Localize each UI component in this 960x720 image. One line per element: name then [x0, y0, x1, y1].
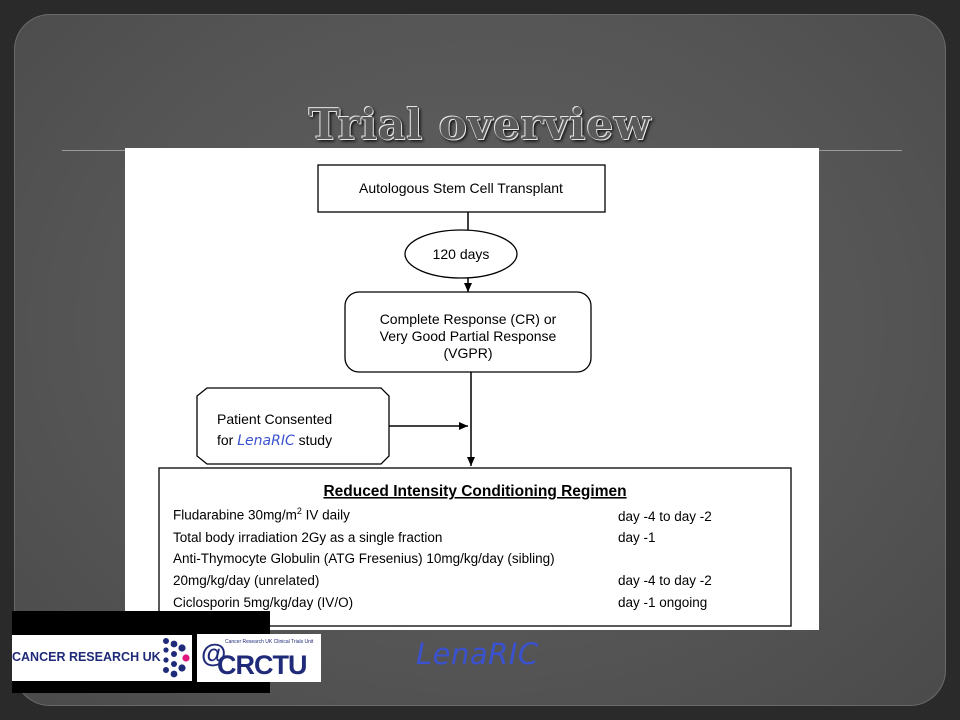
- interval-label: 120 days: [433, 246, 490, 262]
- regimen-timing: day -1: [618, 530, 656, 545]
- regimen-drug: Ciclosporin 5mg/kg/day (IV/O): [173, 595, 354, 610]
- regimen-timing: day -1 ongoing: [618, 595, 708, 610]
- response-line-2: Very Good Partial Response: [380, 328, 557, 344]
- interval-ellipse: [404, 229, 518, 279]
- cruk-dots-icon: [163, 638, 190, 678]
- response-line-3: (VGPR): [444, 345, 493, 361]
- slide-title: Trial overview: [308, 100, 652, 149]
- regimen-drug: Anti-Thymocyte Globulin (ATG Fresenius) …: [173, 551, 555, 566]
- consent-study: study: [299, 432, 332, 448]
- regimen-drug-suffix: IV daily: [301, 507, 350, 523]
- regimen-drug: Fludarabine 30mg/m2 IV daily: [173, 506, 350, 523]
- slide: Trial overview Autologous Stem Cell Tran…: [14, 14, 946, 706]
- regimen-drug: 20mg/kg/day (unrelated): [173, 573, 320, 588]
- crctu-at-symbol: @: [201, 638, 227, 668]
- response-box: [344, 291, 592, 373]
- consent-study-name: LenaRIC: [237, 433, 295, 449]
- regimen-timing: day -4 to day -2: [618, 573, 712, 588]
- regimen-drug-text: Fludarabine 30mg/m: [173, 507, 297, 523]
- crctu-logo: Cancer Research UK Clinical Trials Unit …: [197, 634, 321, 682]
- regimen-timing: day -4 to day -2: [618, 509, 712, 524]
- flowchart-diagram: Autologous Stem Cell Transplant 120 days…: [158, 164, 792, 627]
- regimen-drug-sup: 2: [296, 506, 302, 516]
- lenaric-footer-logo: LenaRIC: [416, 637, 539, 671]
- response-line-1: Complete Response (CR) or: [380, 311, 557, 327]
- consent-box: [196, 387, 390, 465]
- regimen-drug: Total body irradiation 2Gy as a single f…: [173, 530, 443, 545]
- cancer-research-uk-logo: CANCER RESEARCH UK: [12, 635, 192, 681]
- crctu-subtitle: Cancer Research UK Clinical Trials Unit: [225, 639, 314, 645]
- consent-line-2: for LenaRIC study: [217, 432, 332, 449]
- consent-for: for: [217, 432, 234, 448]
- cruk-logo-text: CANCER RESEARCH UK: [12, 650, 161, 664]
- regimen-box: [158, 467, 792, 627]
- crctu-name: CRCTU: [217, 650, 307, 680]
- transplant-box: [317, 164, 606, 213]
- consent-line-1: Patient Consented: [217, 411, 332, 427]
- trial-flowchart: Autologous Stem Cell Transplant 120 days…: [125, 148, 819, 630]
- transplant-label: Autologous Stem Cell Transplant: [359, 180, 563, 196]
- regimen-heading: Reduced Intensity Conditioning Regimen: [323, 483, 626, 500]
